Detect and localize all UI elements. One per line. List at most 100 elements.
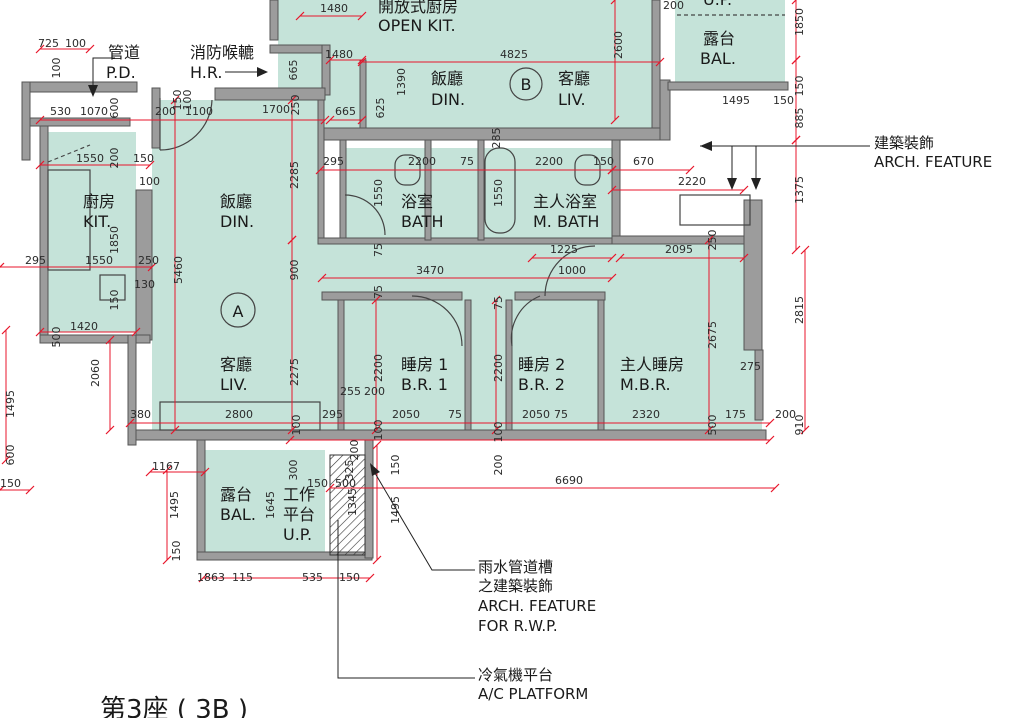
wall [321, 291, 463, 301]
dimension-tick [357, 11, 367, 21]
dimension-label: 1420 [70, 320, 98, 333]
dimension-tick [491, 425, 501, 435]
dimension-label: 150 [339, 571, 360, 584]
dimension-label: 1100 [185, 105, 213, 118]
mbr-en: M.B.R. [620, 375, 671, 394]
dimension-tick [372, 440, 382, 450]
dimension-label: 6690 [555, 474, 583, 487]
dimension-label: 500 [50, 327, 63, 348]
rwp-en2: FOR R.W.P. [478, 617, 558, 635]
wall [364, 439, 374, 559]
dimension-label: 1550 [76, 152, 104, 165]
liv-a-en: LIV. [220, 375, 248, 394]
dimension-label: 295 [322, 408, 343, 421]
dimension-tick [1, 325, 11, 335]
dimension-label: 150 [389, 455, 402, 476]
dimension-tick [765, 418, 775, 428]
liv-b-en: LIV. [558, 90, 586, 109]
din-a-zh: 飯廳 [220, 192, 252, 211]
dimension-tick [287, 235, 297, 245]
arrowhead [257, 67, 268, 77]
dimension-tick [371, 295, 381, 305]
dimension-tick [491, 295, 501, 305]
din-b-zh: 飯廳 [431, 69, 463, 88]
dimension-label: 1225 [550, 243, 578, 256]
wall [514, 291, 606, 301]
dimension-label: 100 [290, 415, 303, 436]
wall [505, 299, 513, 441]
unit-b-living-fill [278, 0, 658, 130]
dimension-tick [357, 57, 367, 67]
dimension-label: 100 [181, 90, 194, 111]
top-balcony-zh: 露台 [703, 29, 735, 48]
dimension-tick [371, 425, 381, 435]
dimension-tick [610, 115, 620, 125]
dimension-label: 2095 [665, 243, 693, 256]
dimension-tick [791, 55, 801, 65]
kit-zh: 廚房 [83, 192, 115, 211]
dimension-tick [35, 327, 45, 337]
dimension-label: 200 [108, 148, 121, 169]
arrowhead [88, 85, 98, 97]
dimension-label: 500 [335, 477, 356, 490]
dimension-label: 535 [302, 571, 323, 584]
hr-zh: 消防喉轆 [190, 43, 254, 62]
dimension-label: 1495 [722, 94, 750, 107]
dimension-label: 4825 [500, 48, 528, 61]
mbath-en: M. BATH [533, 212, 599, 231]
top-up-en: U.P. [703, 0, 732, 9]
dimension-tick [170, 425, 180, 435]
door-swing [159, 99, 213, 151]
dimension-label: 1480 [325, 48, 353, 61]
room-fills [48, 0, 785, 555]
dimension-tick [800, 425, 810, 435]
dimension-label: 200 [492, 455, 505, 476]
dimension-label: 250 [706, 230, 719, 251]
leaders [88, 57, 870, 679]
bath-zh: 浴室 [401, 192, 433, 211]
ac-zh: 冷氣機平台 [478, 666, 553, 684]
sink [99, 274, 126, 301]
dimension-label: 725 [38, 37, 59, 50]
dimension-label: 75 [372, 285, 385, 299]
ac-en: A/C PLATFORM [478, 685, 588, 703]
dimension-label: 2200 [535, 155, 563, 168]
dimension-label: 200 [364, 385, 385, 398]
dimension-tick [685, 165, 695, 175]
dimension-tick [325, 115, 335, 125]
up-a-zh2: 平台 [283, 505, 315, 524]
arch-feature-box [679, 194, 751, 226]
dimension-tick [704, 425, 714, 435]
unit-b-marker [509, 67, 543, 101]
dimension-label: 2050 [392, 408, 420, 421]
window-sill [159, 401, 321, 431]
ac-leader [337, 520, 475, 679]
dimension-label: 75 [554, 408, 568, 421]
dimension-label: 1863 [197, 571, 225, 584]
bath-en: BATH [401, 212, 443, 231]
dimension-label: 2285 [288, 161, 301, 189]
wall [269, 0, 279, 41]
dimension-label: 2200 [492, 354, 505, 382]
dimension-tick [615, 253, 625, 263]
dimension-tick [610, 0, 616, 5]
dimension-label: 130 [134, 278, 155, 291]
dimension-label: 75 [372, 243, 385, 257]
br1-zh: 睡房 1 [401, 355, 448, 374]
dimension-tick [1, 455, 11, 465]
open-kitchen-en: OPEN KIT. [378, 16, 456, 35]
dimension-label: 100 [492, 422, 505, 443]
wall [743, 199, 763, 351]
dimension-label: 1700 [262, 103, 290, 116]
dimension-label: 255 [340, 385, 361, 398]
dimension-label: 910 [793, 415, 806, 436]
room-labels: 開放式廚房 OPEN KIT. U.P. 露台 BAL. 飯廳 DIN. 客廳 … [83, 0, 736, 544]
dimension-label: 150 [170, 541, 183, 562]
wall [39, 125, 49, 342]
dimension-tick [607, 253, 617, 263]
dimension-label: 500 [706, 415, 719, 436]
dimension-label: 300 [287, 460, 300, 481]
wall [477, 139, 485, 241]
dimension-label: 665 [287, 60, 300, 81]
